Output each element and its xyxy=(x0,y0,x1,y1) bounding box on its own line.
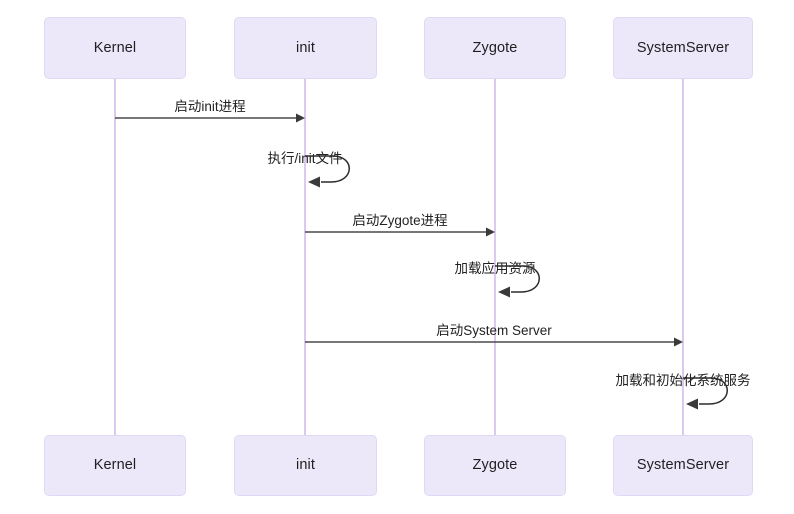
participant-label-systemserver: SystemServer xyxy=(636,39,730,56)
participant-label-init: init xyxy=(296,457,315,474)
participant-box-top-systemserver[interactable]: SystemServer xyxy=(613,17,753,79)
participant-label-kernel: Kernel xyxy=(93,457,137,474)
participant-box-bottom-systemserver[interactable]: SystemServer xyxy=(613,435,753,496)
message-label-3: 启动Zygote进程 xyxy=(352,213,448,228)
participant-label-zygote: Zygote xyxy=(472,39,518,56)
message-label-1: 启动init进程 xyxy=(174,99,246,114)
message-label-5: 启动System Server xyxy=(436,323,552,338)
lifeline-systemserver xyxy=(682,79,684,435)
message-selfloop-2 xyxy=(305,155,350,188)
message-arrow-3 xyxy=(305,227,495,237)
participant-label-systemserver: SystemServer xyxy=(636,457,730,474)
message-selfloop-4 xyxy=(495,265,540,298)
participant-box-top-init[interactable]: init xyxy=(234,17,377,79)
lifeline-kernel xyxy=(114,79,116,435)
participant-box-bottom-kernel[interactable]: Kernel xyxy=(44,435,186,496)
message-label-4: 加载应用资源 xyxy=(454,261,536,276)
lifeline-zygote xyxy=(494,79,496,435)
participant-box-top-zygote[interactable]: Zygote xyxy=(424,17,566,79)
participant-label-zygote: Zygote xyxy=(472,457,518,474)
message-arrow-1 xyxy=(115,113,305,123)
message-label-6: 加载和初始化系统服务 xyxy=(615,373,751,388)
participant-label-init: init xyxy=(296,39,315,56)
participant-box-bottom-init[interactable]: init xyxy=(234,435,377,496)
lifeline-init xyxy=(304,79,306,435)
participant-label-kernel: Kernel xyxy=(93,39,137,56)
participant-box-top-kernel[interactable]: Kernel xyxy=(44,17,186,79)
message-selfloop-6 xyxy=(683,377,728,410)
participant-box-bottom-zygote[interactable]: Zygote xyxy=(424,435,566,496)
message-label-2: 执行/init文件 xyxy=(267,151,343,166)
message-arrow-5 xyxy=(305,337,683,347)
